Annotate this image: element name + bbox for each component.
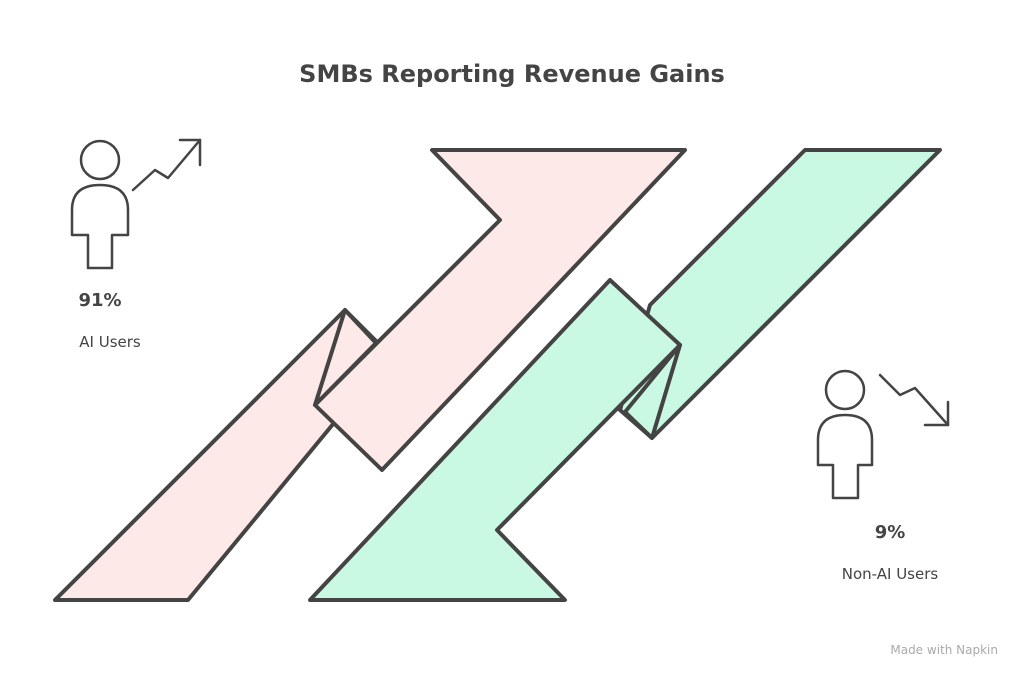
ai-arrow-head (313, 148, 687, 472)
nonai-users-label: Non-AI Users (841, 565, 939, 583)
nonai-arrow-head (308, 278, 682, 602)
nonai-arrow-upper-band (618, 148, 942, 440)
ai-users-label: AI Users (79, 333, 141, 351)
page-title: SMBs Reporting Revenue Gains (299, 60, 725, 88)
ai-users-percent: 91% (78, 290, 122, 311)
nonai-user-person-icon (816, 369, 874, 500)
trend-down-icon (878, 373, 950, 427)
ai-user-person-icon (70, 139, 130, 270)
trend-up-icon (131, 138, 202, 192)
napkin-watermark: Made with Napkin (890, 643, 998, 657)
nonai-arrow-fold (623, 343, 682, 440)
nonai-users-percent: 9% (874, 522, 906, 543)
